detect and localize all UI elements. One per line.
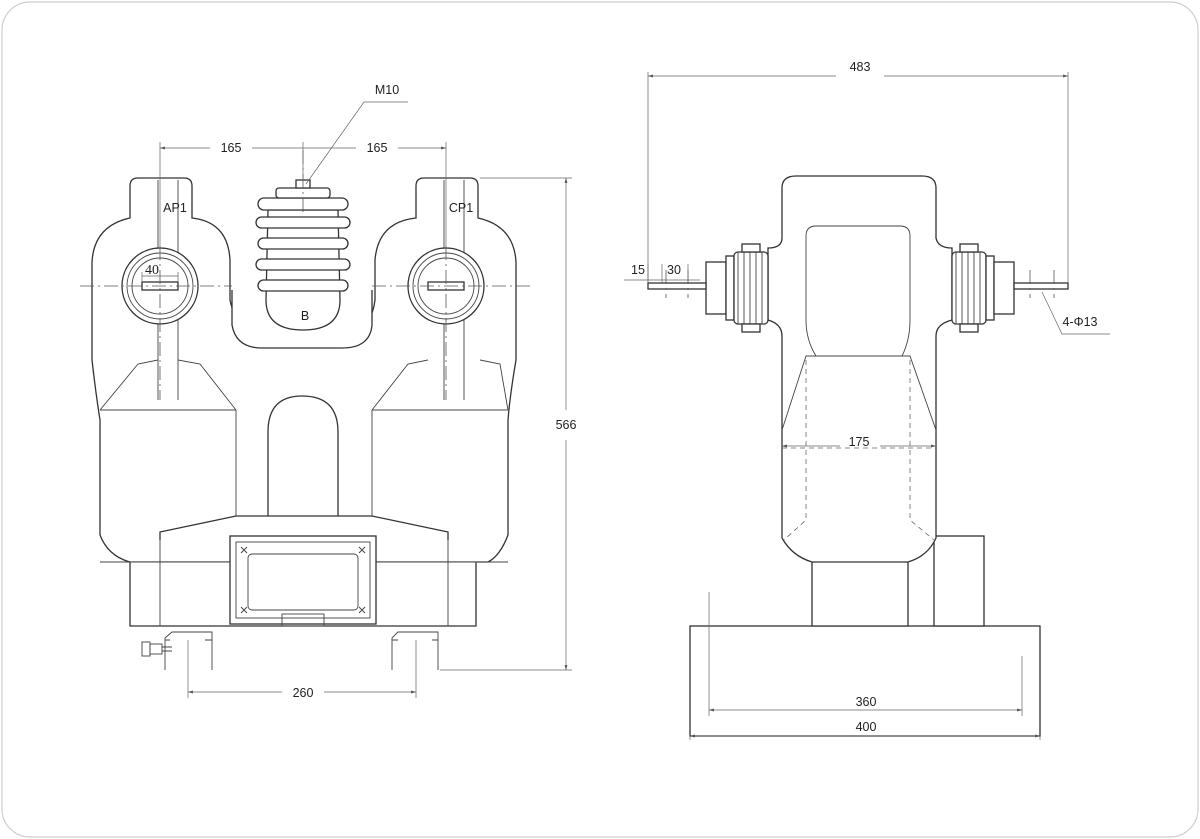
dim-483: 483	[850, 60, 871, 74]
label-holes: 4-Φ13	[1063, 315, 1098, 329]
nameplate-screws	[240, 546, 366, 614]
nameplate	[235, 541, 371, 619]
dim-360: 360	[856, 695, 877, 709]
nameplate-window	[247, 553, 359, 611]
dim-360-ext	[708, 592, 1023, 716]
dim-175: 175	[849, 435, 870, 449]
front-lower-columns	[100, 409, 508, 518]
right-foot	[391, 631, 439, 670]
side-view: 483 15 30 4-Φ13 175 360 400	[624, 60, 1110, 740]
dim-15: 15	[631, 263, 645, 277]
dim-566: 566	[556, 418, 577, 432]
front-view: 165 165 M10 AP1 CP1 B 40 566 260	[80, 83, 576, 700]
dim-165-left: 165	[221, 141, 242, 155]
side-body	[767, 175, 953, 563]
dim-30: 30	[667, 263, 681, 277]
left-shoulder	[99, 359, 237, 411]
side-left-bushing	[705, 243, 769, 333]
side-right-bushing	[951, 243, 1015, 333]
front-centerlines	[80, 150, 530, 400]
side-rear-box	[933, 535, 985, 627]
label-b: B	[301, 309, 309, 323]
side-body-lines	[781, 355, 937, 431]
front-base-step	[159, 515, 449, 540]
right-shoulder	[371, 359, 509, 411]
nameplate-frame	[229, 535, 377, 625]
side-skirt	[811, 562, 909, 627]
left-foot	[164, 631, 213, 670]
side-base	[689, 625, 1041, 737]
dim-40-line	[141, 272, 179, 282]
leader-m10	[305, 101, 408, 185]
side-hole-marks	[665, 270, 1055, 298]
nameplate-tab	[281, 613, 325, 627]
dim-260: 260	[293, 686, 314, 700]
side-right-terminal	[1013, 282, 1069, 290]
label-ap1: AP1	[163, 201, 187, 215]
dim-165-right: 165	[367, 141, 388, 155]
front-dome	[267, 395, 339, 540]
side-left-terminal	[647, 282, 707, 290]
label-m10: M10	[375, 83, 399, 97]
side-top-window	[805, 225, 911, 357]
dim-566-ext	[440, 177, 572, 671]
dim-400: 400	[856, 720, 877, 734]
label-cp1: CP1	[449, 201, 473, 215]
dim-483-ext	[647, 72, 1069, 283]
leader-holes	[1041, 291, 1110, 335]
ground-bolt	[141, 641, 172, 657]
dim-40: 40	[145, 263, 159, 278]
dim-15-30-ext	[624, 264, 700, 283]
